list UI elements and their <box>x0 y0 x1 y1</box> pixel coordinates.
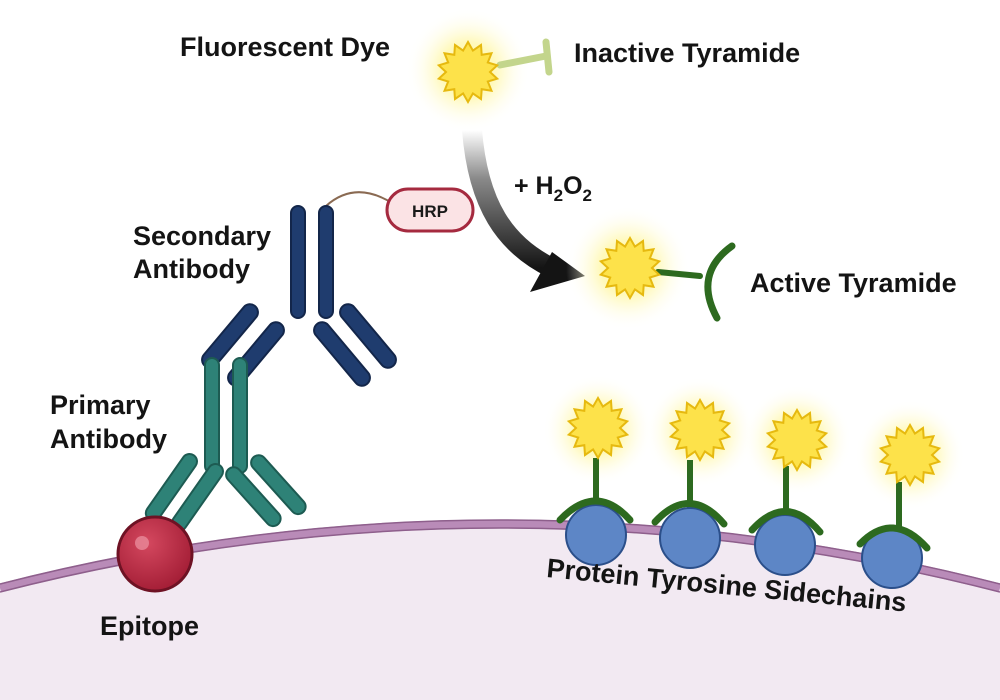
secondary-antibody-label-line2: Antibody <box>133 254 250 284</box>
tyrosine-icon <box>565 504 627 566</box>
fluorescent-dye-icon <box>765 407 829 473</box>
active-tyramide-complex <box>566 206 736 330</box>
epitope-label: Epitope <box>100 611 199 641</box>
tyrosine-unit <box>742 385 852 576</box>
tyrosine-icon <box>659 507 721 569</box>
inactive-tyramide-label: Inactive Tyramide <box>574 38 800 68</box>
tyrosine-sidechain-group <box>543 375 965 589</box>
inactive-tyramide-complex <box>406 8 553 132</box>
tyrosine-unit <box>543 375 653 566</box>
tyrosine-icon <box>754 514 816 576</box>
primary-antibody-icon <box>144 357 307 532</box>
secondary-antibody-icon <box>201 205 397 387</box>
tyrosine-unit <box>855 400 965 589</box>
active-tyramide-icon <box>704 242 736 322</box>
fluorescent-dye-icon <box>598 235 662 301</box>
reagent-label: + H2O2 <box>514 172 592 205</box>
active-tyramide-label: Active Tyramide <box>750 268 957 298</box>
arrow-head-icon <box>530 252 585 292</box>
fluorescent-dye-icon <box>878 422 942 488</box>
secondary-antibody-label-line1: Secondary <box>133 221 271 251</box>
epitope-icon <box>116 515 194 593</box>
fluorescent-dye-icon <box>668 397 732 463</box>
hrp-label: HRP <box>412 202 448 221</box>
tyrosine-unit <box>645 377 755 569</box>
cytoplasm <box>0 524 1000 700</box>
primary-antibody-label-line1: Primary <box>50 390 151 420</box>
reaction-arrow <box>462 129 585 292</box>
primary-antibody-label-line2: Antibody <box>50 424 167 454</box>
inactive-tyramide-icon <box>542 38 553 76</box>
hrp-enzyme: HRP <box>325 187 475 233</box>
fluorescent-dye-icon <box>566 395 630 461</box>
fluorescent-dye-icon <box>436 39 500 105</box>
fluorescent-dye-label: Fluorescent Dye <box>180 32 390 62</box>
